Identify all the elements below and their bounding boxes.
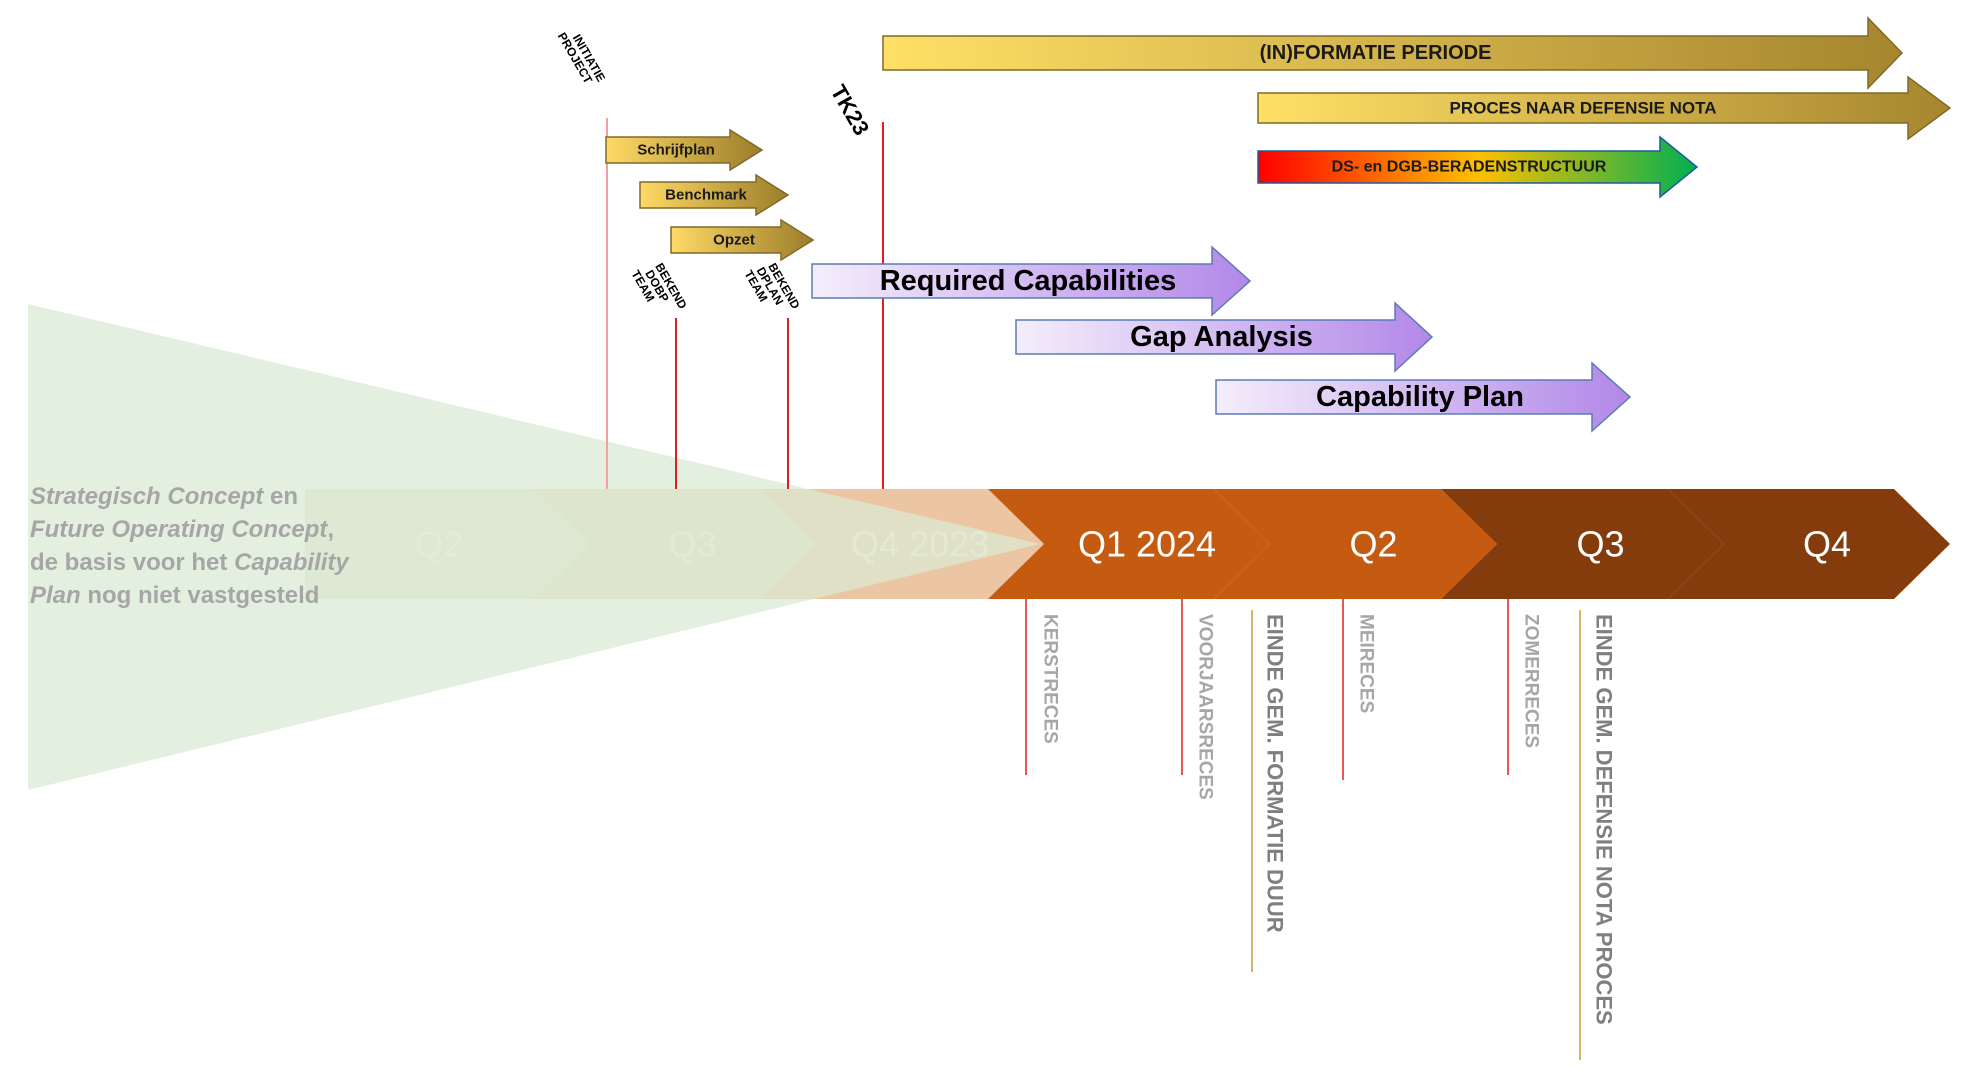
bottom-milestone-label-zomerreces: ZOMERRECES [1521,614,1542,748]
bottom-milestone-label-einde-gem-defensie-nota-proces: EINDE GEM. DEFENSIE NOTA PROCES [1592,614,1617,1025]
period-arrow-label: DS- en DGB-BERADENSTRUCTUUR [1332,159,1607,176]
phase-arrow-benchmark [639,173,790,217]
capability-arrow-capability-plan [1215,361,1632,433]
strategy-cone [28,304,1040,790]
phase-arrow-opzet [670,218,815,262]
capability-arrow-label: Required Capabilities [880,265,1177,297]
quarter-label: Q1 2024 [1078,524,1216,565]
bottom-milestones: KERSTRECES VOORJAARSRECES EINDE GEM. FORMA… [1025,599,1617,1060]
caption-future-operating-concept: Future Operating Concept [30,516,328,543]
capability-arrow-required-capabilities [811,245,1252,317]
bottom-milestone-label-meireces: MEIRECES [1356,614,1377,713]
period-arrow-in-formatie-periode [882,16,1904,90]
bottom-milestone-label-kerstreces: KERSTRECES [1040,614,1061,744]
strategy-cone-shape [28,304,1040,790]
quarter-chevron-q1-2024 [988,489,1270,599]
phase-arrow-schrijfplan [605,128,764,172]
quarter-chevron-q2 [1214,489,1497,599]
milestone-label-tk23: TK23 [826,80,875,139]
period-arrow-ds-en-dgb-beradenstructuur [1257,135,1699,199]
capability-arrow-label: Capability Plan [1316,381,1524,413]
bottom-milestone-label-einde-gem-formatie-duur: EINDE GEM. FORMATIE DUUR [1263,614,1288,933]
caption-text: nog niet vastgesteld [80,582,320,609]
period-arrow-label: PROCES NAAR DEFENSIE NOTA [1450,99,1717,118]
phase-arrow-label: Opzet [713,232,755,249]
capability-arrow-label: Gap Analysis [1130,321,1313,353]
period-arrow-proces-naar-defensie-nota [1257,75,1952,141]
caption-text: en [263,483,299,510]
period-arrow-label: (IN)FORMATIE PERIODE [1260,42,1492,64]
quarter-chevron-q3 [1441,489,1724,599]
phase-arrow-label: Benchmark [665,187,747,204]
period-arrows: (IN)FORMATIE PERIODE PROCES NAAR DEFENSIE… [882,16,1952,199]
bottom-milestone-label-voorjaarsreces: VOORJAARSRECES [1195,614,1216,800]
quarter-label: Q2 [1349,524,1397,565]
caption-text: , de basis voor het [30,516,335,576]
capability-arrow-gap-analysis [1015,301,1434,373]
quarter-label: Q4 [1803,524,1851,565]
quarter-label: Q3 [1576,524,1624,565]
caption-capability-plan: Capability Plan [30,549,349,609]
strategy-caption: Strategisch Concept en Future Operating … [30,480,360,612]
caption-strategic-concept: Strategisch Concept [30,483,264,510]
phase-arrow-label: Schrijfplan [637,142,715,159]
quarter-chevron-q4 [1668,489,1950,599]
